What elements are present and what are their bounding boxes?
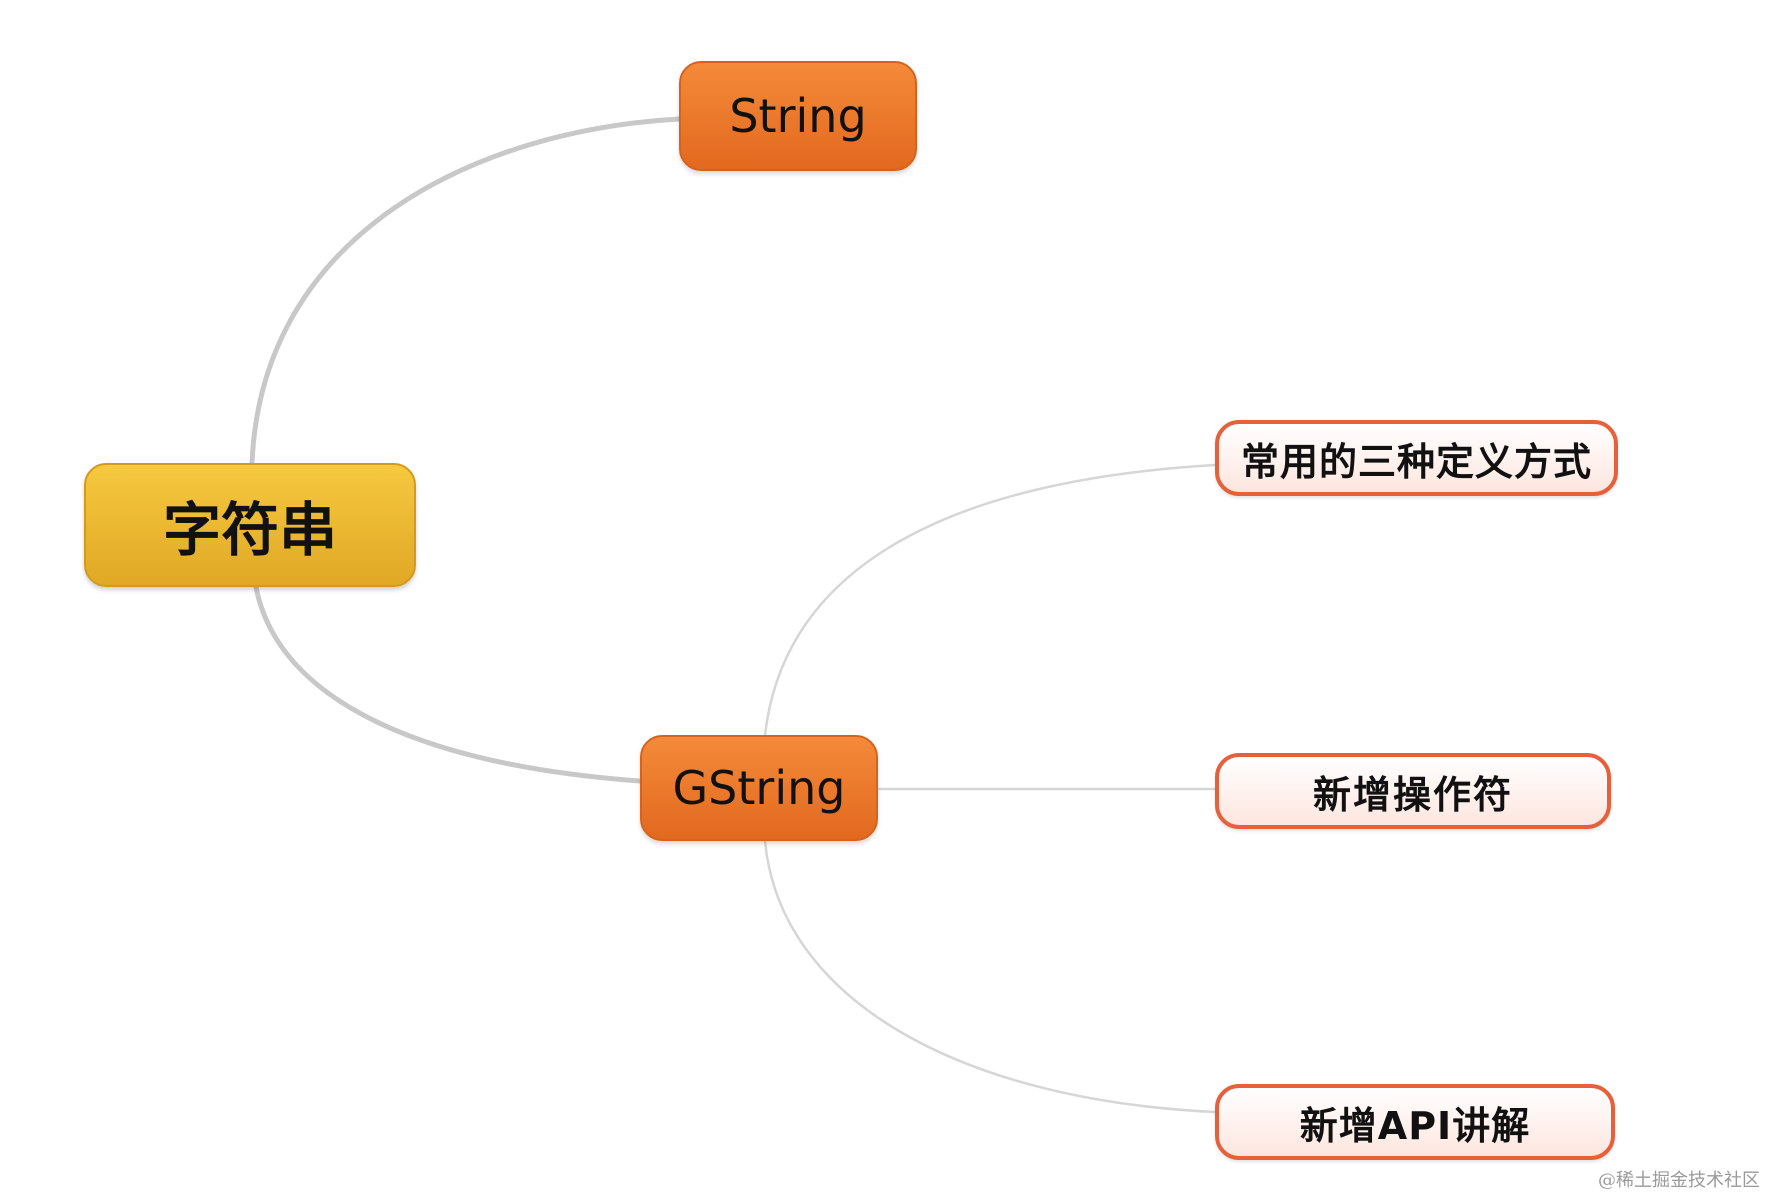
leaf-node-new-operators[interactable]: 新增操作符 bbox=[1215, 753, 1611, 829]
leaf-node-definition-methods[interactable]: 常用的三种定义方式 bbox=[1215, 420, 1618, 496]
branch-node-gstring[interactable]: GString bbox=[640, 735, 878, 841]
connector-root-string bbox=[249, 116, 682, 466]
connector-root-gstring bbox=[253, 584, 643, 784]
connector-gstring-leaf-3 bbox=[763, 839, 1217, 1114]
leaf-node-new-api[interactable]: 新增API讲解 bbox=[1215, 1084, 1615, 1160]
branch-node-string[interactable]: String bbox=[679, 61, 917, 171]
connector-gstring-leaf-1 bbox=[763, 463, 1217, 737]
root-node[interactable]: 字符串 bbox=[84, 463, 416, 587]
watermark-text: @稀土掘金技术社区 bbox=[1598, 1170, 1760, 1191]
